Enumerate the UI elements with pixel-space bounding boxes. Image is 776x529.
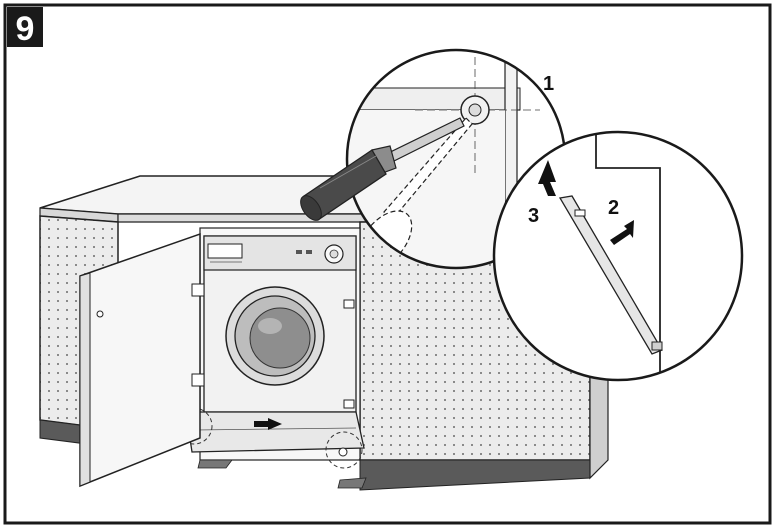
bracket-top-right	[343, 299, 355, 309]
detail-circle-clip: 2 3	[492, 130, 744, 382]
screw-marker-right	[325, 431, 363, 469]
arrow-lift	[538, 160, 556, 196]
door-knob	[96, 310, 104, 318]
callout-3: 3	[528, 205, 539, 227]
step-number: 9	[16, 10, 35, 48]
door-glass	[249, 307, 311, 369]
door-hinge-top	[191, 283, 205, 297]
door-hinge-bottom	[191, 373, 205, 387]
callout-1: 1	[543, 73, 554, 95]
bracket-bottom-right	[343, 399, 355, 409]
callout-2: 2	[608, 197, 619, 219]
arrow-push	[610, 220, 634, 245]
cabinet-door	[79, 232, 205, 488]
screwdriver	[300, 117, 465, 221]
detergent-drawer	[207, 243, 243, 259]
pull-arrow	[254, 418, 282, 430]
step-badge: 9	[7, 7, 43, 48]
kickplate	[185, 411, 365, 453]
washing-machine	[175, 235, 367, 489]
